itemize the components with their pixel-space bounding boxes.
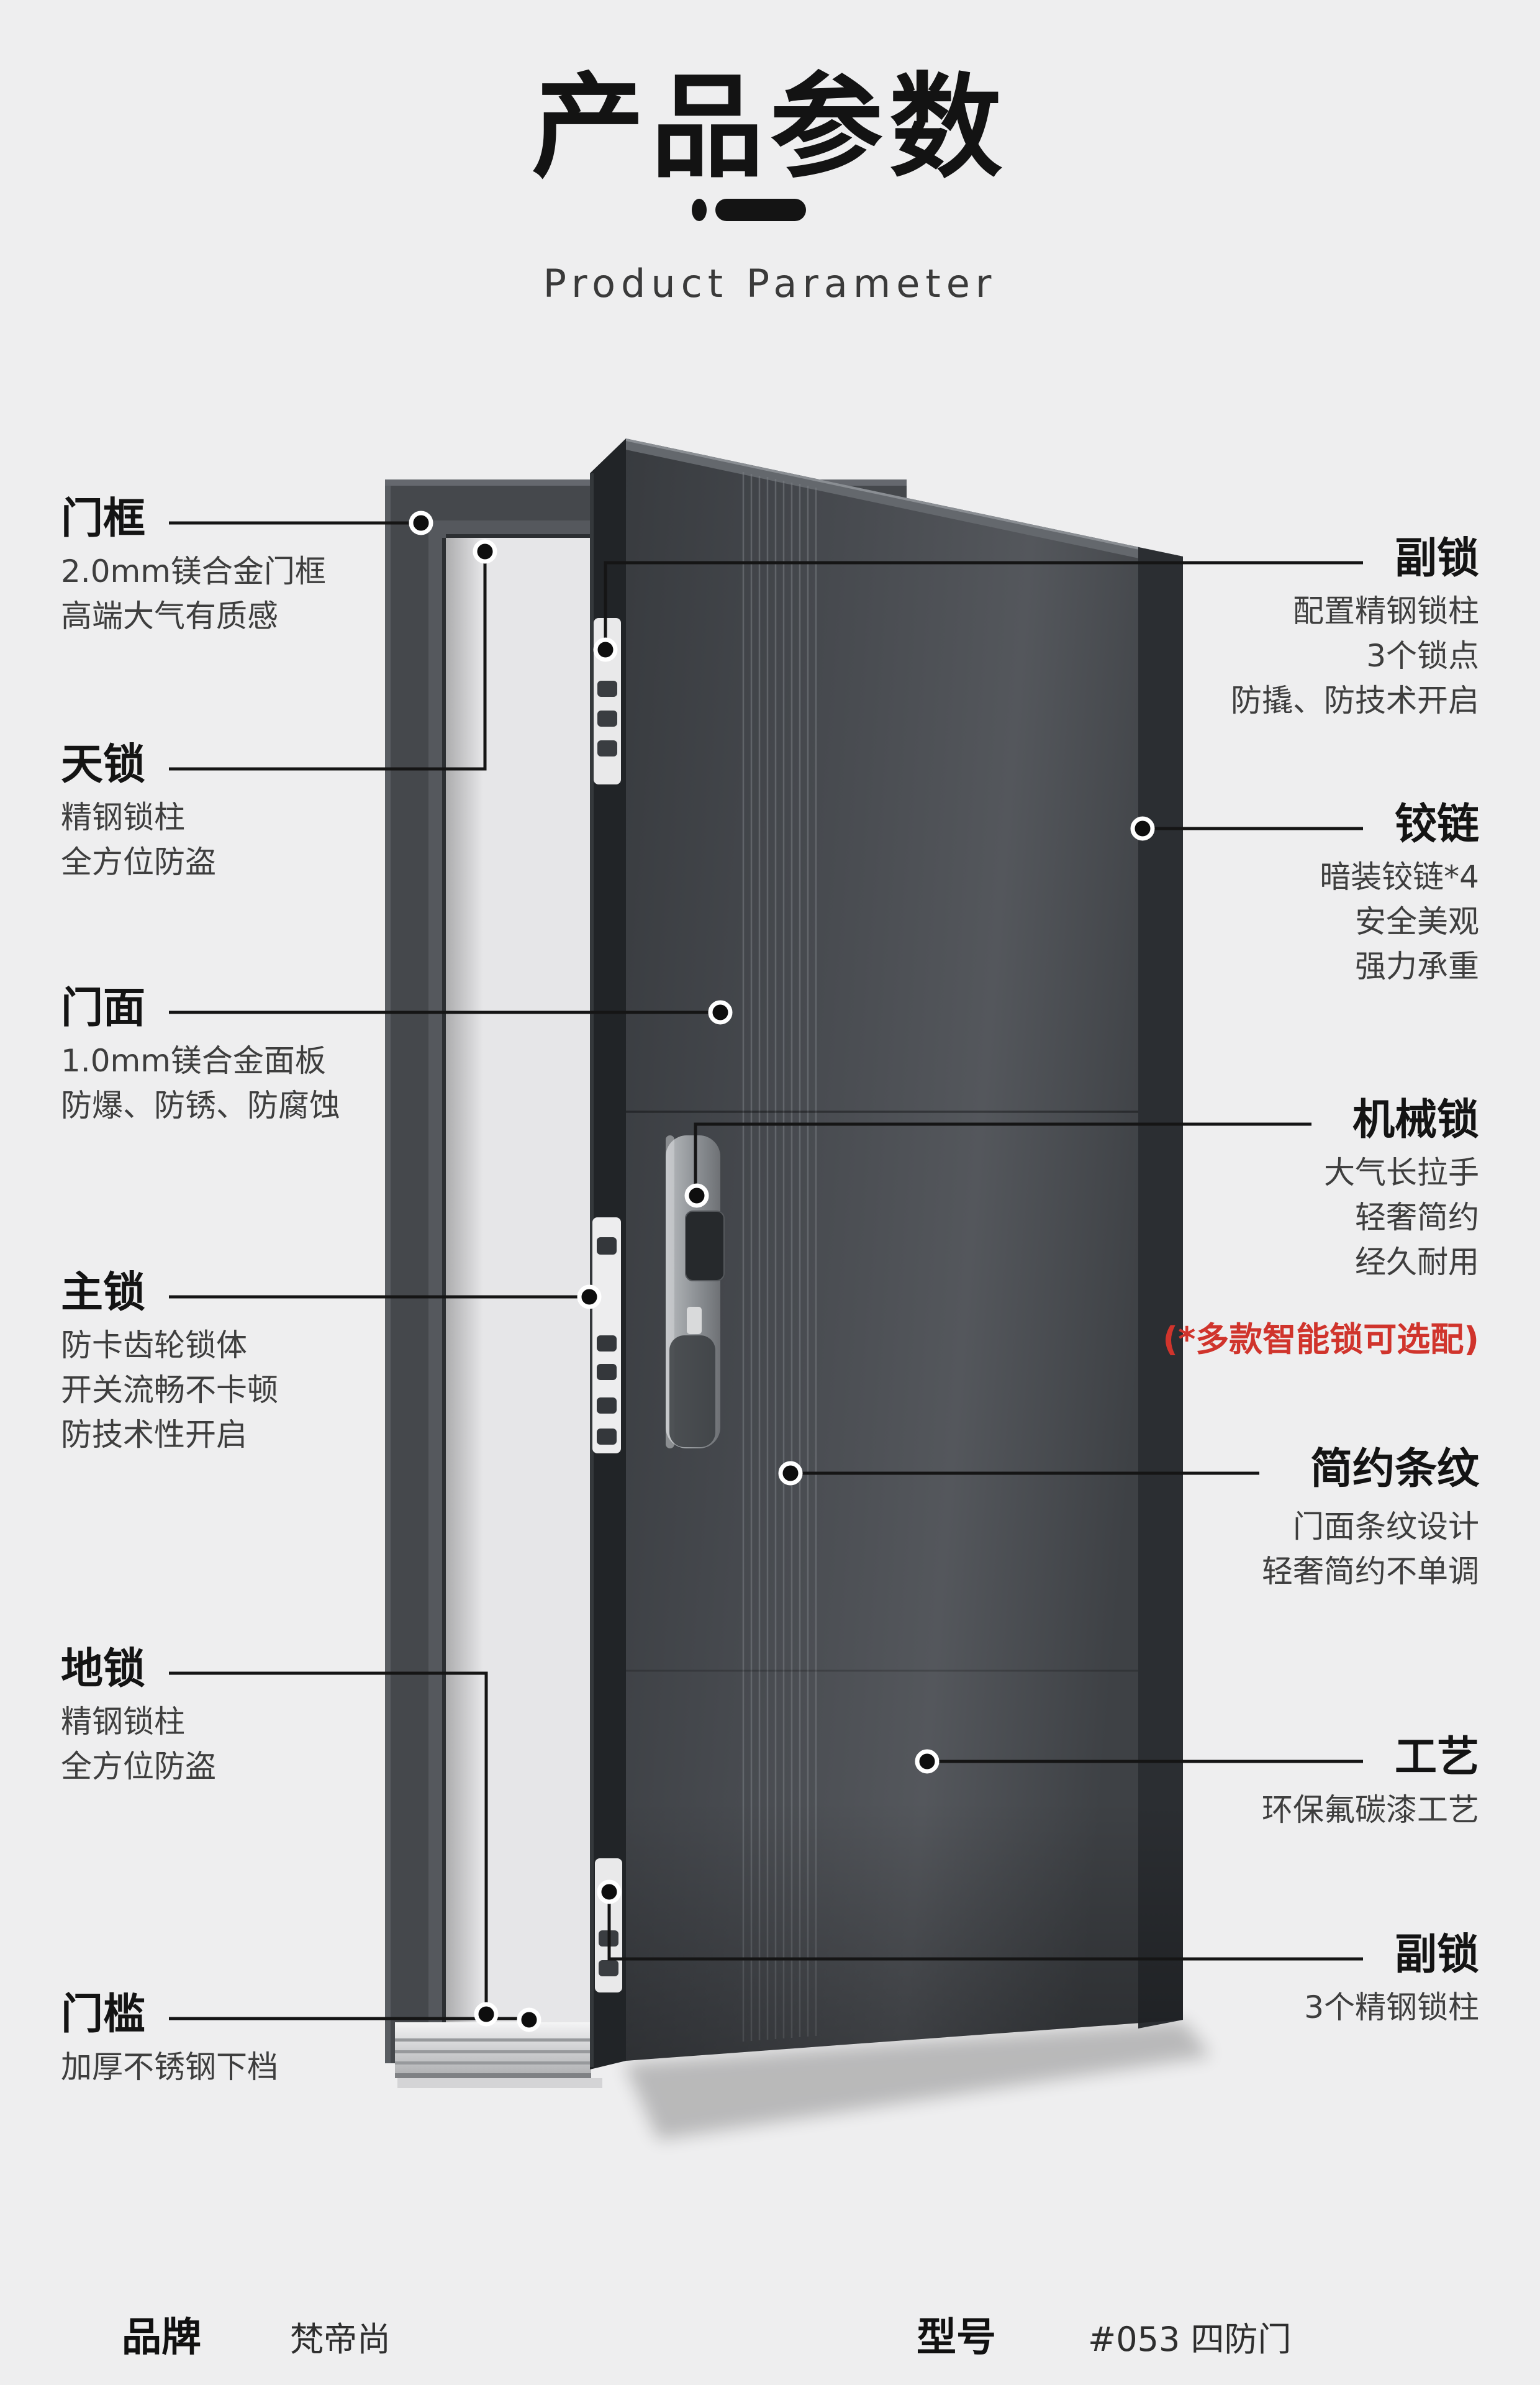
feature-line: 加厚不锈钢下档 [61, 2049, 278, 2085]
feature-door-frame: 门框 2.0mm镁合金门框 高端大气有质感 [61, 494, 446, 638]
feature-floor-lock: 地锁 精钢锁柱 全方位防盗 [61, 1645, 446, 1789]
feature-line: 1.0mm镁合金面板 [61, 1043, 326, 1079]
feature-aux-lock-bottom: 副锁 3个精钢锁柱 [1094, 1930, 1479, 2030]
line-aux-lock-top [604, 561, 1363, 650]
line-aux-lock-bottom [607, 1892, 1363, 1961]
dot-floor-lock [474, 2002, 499, 2027]
feature-title: 门槛 [61, 1990, 146, 2039]
feature-line: 强力承重 [1355, 948, 1479, 984]
feature-threshold: 门槛 加厚不锈钢下档 [61, 1990, 446, 2089]
feature-title: 地锁 [61, 1645, 146, 1694]
feature-line: 高端大气有质感 [61, 598, 278, 634]
dot-stripes [778, 1461, 803, 1486]
model-label: 型号 [917, 2315, 996, 2361]
feature-line: 2.0mm镁合金门框 [61, 553, 326, 589]
callout-lines [169, 521, 1363, 2020]
model-value: #053 四防门 [1088, 2320, 1292, 2359]
feature-title: 门面 [61, 984, 146, 1033]
divider-bar-icon [715, 199, 806, 221]
brand-value: 梵帝尚 [290, 2320, 391, 2359]
door-shadow [624, 2021, 1211, 2140]
feature-line: 暗装铰链*4 [1320, 859, 1479, 895]
dot-aux-lock-bottom [597, 1879, 622, 1904]
feature-line: 全方位防盗 [61, 1748, 216, 1784]
feature-title: 副锁 [1394, 534, 1479, 583]
feature-stripes: 简约条纹 门面条纹设计 轻奢简约不单调 [1094, 1445, 1479, 1594]
feature-title: 主锁 [61, 1268, 146, 1317]
line-floor-lock [169, 1671, 488, 2014]
line-mechanical-lock [694, 1122, 1311, 1196]
line-top-lock [169, 552, 487, 771]
feature-title: 门框 [61, 494, 146, 543]
feature-line: 精钢锁柱 [61, 1704, 185, 1740]
feature-line: 开关流畅不卡顿 [61, 1372, 278, 1408]
feature-title: 机械锁 [1352, 1096, 1479, 1145]
feature-title: 简约条纹 [1310, 1445, 1479, 1494]
feature-top-lock: 天锁 精钢锁柱 全方位防盗 [61, 740, 446, 884]
dot-threshold [517, 2007, 541, 2032]
dot-hinge [1130, 816, 1155, 841]
feature-line: 防技术性开启 [61, 1417, 247, 1453]
dot-mechanical-lock [684, 1183, 709, 1208]
door-edge-graphic [590, 438, 626, 2069]
feature-line: 3个锁点 [1366, 638, 1479, 674]
dot-main-lock [577, 1284, 602, 1309]
dot-aux-lock-top [593, 637, 618, 662]
feature-line: 环保氟碳漆工艺 [1262, 1792, 1479, 1828]
brand-label: 品牌 [122, 2315, 201, 2361]
feature-hinge: 铰链 暗装铰链*4 安全美观 强力承重 [1094, 800, 1479, 989]
feature-line: 经久耐用 [1355, 1244, 1479, 1280]
feature-line: 防撬、防技术开启 [1231, 683, 1479, 719]
door-handle-graphic [666, 1135, 725, 1448]
feature-line: 门面条纹设计 [1293, 1509, 1479, 1545]
feature-line: 全方位防盗 [61, 844, 216, 880]
callout-dots [409, 511, 1155, 2032]
feature-line: 大气长拉手 [1324, 1155, 1479, 1191]
feature-craft: 工艺 环保氟碳漆工艺 [1094, 1733, 1479, 1832]
dot-craft [915, 1749, 940, 1774]
feature-door-face: 门面 1.0mm镁合金面板 防爆、防锈、防腐蚀 [61, 984, 446, 1128]
smart-lock-note: (*多款智能锁可选配) [1162, 1320, 1479, 1359]
dot-top-lock [473, 539, 497, 564]
feature-line: 防卡齿轮锁体 [61, 1327, 247, 1363]
threshold-graphic [395, 2022, 602, 2088]
doorway-opening [446, 538, 591, 2022]
feature-title: 工艺 [1394, 1733, 1479, 1782]
feature-title: 铰链 [1394, 800, 1479, 849]
feature-line: 精钢锁柱 [61, 799, 185, 835]
page-subtitle: Product Parameter [543, 261, 997, 306]
dot-door-frame [409, 511, 433, 535]
feature-line: 配置精钢锁柱 [1293, 593, 1479, 629]
divider-dot-icon [692, 199, 707, 221]
feature-line: 轻奢简约不单调 [1262, 1553, 1479, 1589]
feature-aux-lock-top: 副锁 配置精钢锁柱 3个锁点 防撬、防技术开启 [1094, 534, 1479, 723]
feature-title: 天锁 [61, 740, 146, 789]
dot-door-face [708, 1000, 733, 1025]
feature-line: 防爆、防锈、防腐蚀 [61, 1088, 340, 1124]
feature-line: 轻奢简约 [1355, 1199, 1479, 1235]
feature-line: 3个精钢锁柱 [1304, 1989, 1479, 2025]
feature-title: 副锁 [1394, 1930, 1479, 1979]
title-divider [0, 198, 1540, 222]
feature-main-lock: 主锁 防卡齿轮锁体 开关流畅不卡顿 防技术性开启 [61, 1268, 446, 1457]
page-title: 产品参数 [532, 61, 1008, 193]
feature-line: 安全美观 [1355, 904, 1479, 940]
door-face-graphic [626, 438, 1183, 2061]
feature-mechanical-lock: 机械锁 大气长拉手 轻奢简约 经久耐用 (*多款智能锁可选配) [1094, 1096, 1479, 1360]
